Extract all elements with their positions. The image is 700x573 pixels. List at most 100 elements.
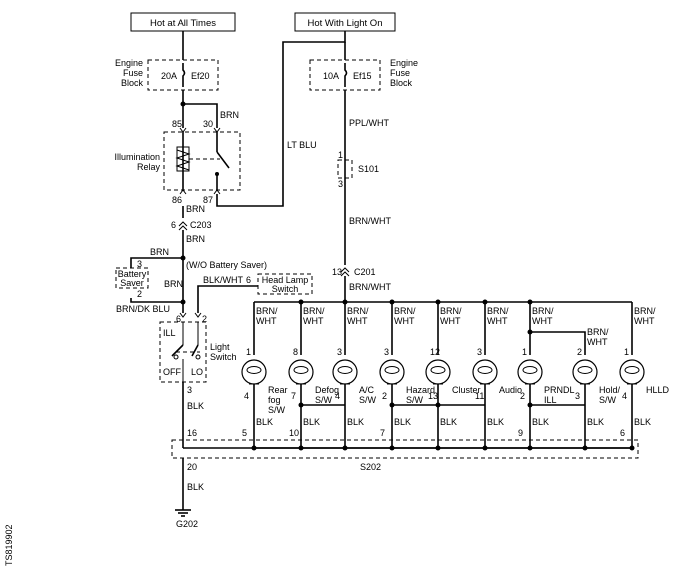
lamp-icon (241, 359, 267, 385)
svg-text:BRN/WHT: BRN/WHT (349, 282, 391, 292)
svg-text:3: 3 (338, 179, 343, 189)
load-wire-label: BRN/WHT (256, 306, 278, 326)
svg-text:BLK: BLK (187, 401, 204, 411)
svg-text:BRN: BRN (164, 279, 183, 289)
lamp-icon (379, 359, 405, 385)
lamp-icon (517, 359, 543, 385)
load-top-pin: 12 (430, 347, 440, 357)
svg-text:20A: 20A (161, 71, 177, 81)
load-bottom-pin: 4 (244, 391, 249, 401)
svg-text:C201: C201 (354, 267, 376, 277)
fuse-ef20-icon (182, 63, 186, 87)
load-bottom-pin: 7 (291, 391, 296, 401)
load-wire-label: BRN/WHT (587, 327, 609, 347)
load-bottom-pin: 11 (475, 391, 484, 401)
hot-at-all-times-box: Hot at All Times (130, 12, 236, 32)
svg-text:BRN: BRN (220, 110, 239, 120)
svg-text:20: 20 (187, 462, 197, 472)
lamp-icon (619, 359, 645, 385)
load-top-pin: 3 (384, 347, 389, 357)
connector-c201: 13 C201 (332, 267, 376, 277)
svg-text:(W/O Battery Saver): (W/O Battery Saver) (186, 260, 267, 270)
load-ground-wire: BLK (394, 417, 411, 427)
load-bottom-pin: 4 (622, 391, 627, 401)
svg-text:13: 13 (332, 267, 342, 277)
lamp-icon (472, 359, 498, 385)
hot-with-light-on-box: Hot With Light On (294, 12, 396, 32)
load-top-pin: 3 (337, 347, 342, 357)
load-bottom-pin: 13 (428, 391, 438, 401)
lamp-icon (425, 359, 451, 385)
load-bottom-pin: 4 (335, 391, 340, 401)
s202-pin: 7 (380, 428, 385, 438)
s202-pin: 10 (289, 428, 299, 438)
load-label: HLLD (646, 385, 670, 395)
load-wire-label: BRN/WHT (634, 306, 656, 326)
load-ground-wire: BLK (587, 417, 604, 427)
load-bottom-pin: 2 (520, 391, 525, 401)
svg-text:BRN/WHT: BRN/WHT (349, 216, 391, 226)
svg-text:S202: S202 (360, 462, 381, 472)
svg-text:BRN: BRN (186, 204, 205, 214)
svg-text:BRN/DK BLU: BRN/DK BLU (116, 304, 170, 314)
svg-text:Hot at All Times: Hot at All Times (150, 18, 216, 29)
load-top-pin: 1 (246, 347, 251, 357)
load-top-pin: 8 (293, 347, 298, 357)
load-wire-label: BRN/WHT (487, 306, 509, 326)
svg-text:6: 6 (176, 314, 181, 324)
svg-text:2: 2 (137, 289, 142, 299)
load-top-pin: 1 (522, 347, 527, 357)
svg-text:Ef15: Ef15 (353, 71, 372, 81)
load-top-pin: 3 (477, 347, 482, 357)
load-label: Cluster (452, 385, 481, 395)
s202-pin: 9 (518, 428, 523, 438)
svg-text:3: 3 (137, 259, 142, 269)
svg-text:10A: 10A (323, 71, 339, 81)
svg-text:PPL/WHT: PPL/WHT (349, 118, 390, 128)
switch-contact-icon (171, 344, 184, 357)
svg-text:S101: S101 (358, 164, 379, 174)
svg-text:6: 6 (246, 275, 251, 285)
load-bottom-pin: 2 (382, 391, 387, 401)
fuse-ef15-icon (344, 63, 348, 87)
load-ground-wire: BLK (634, 417, 651, 427)
svg-text:6: 6 (171, 220, 176, 230)
svg-text:G202: G202 (176, 519, 198, 529)
connector-c203: 6 C203 (171, 220, 212, 231)
diagram-code: TS819902 (4, 524, 14, 566)
splice-s202: S202 (171, 439, 639, 472)
load-top-pin: 1 (624, 347, 629, 357)
svg-text:Hot With Light On: Hot With Light On (308, 18, 383, 29)
load-wire-label: BRN/WHT (440, 306, 462, 326)
ground-g202-icon (175, 509, 191, 517)
load-wire-label: BRN/WHT (532, 306, 554, 326)
svg-text:BRN: BRN (150, 247, 169, 257)
load-ground-wire: BLK (256, 417, 273, 427)
lamp-icon (572, 359, 598, 385)
load-ground-wire: BLK (303, 417, 320, 427)
s202-pin: 5 (242, 428, 247, 438)
load-top-pin: 2 (577, 347, 582, 357)
load-ground-wire: BLK (440, 417, 457, 427)
svg-text:OFF: OFF (163, 367, 181, 377)
svg-text:2: 2 (202, 314, 207, 324)
svg-text:C203: C203 (190, 220, 212, 230)
svg-text:87: 87 (203, 195, 213, 205)
lamp-icon (332, 359, 358, 385)
svg-text:ILL: ILL (163, 328, 176, 338)
load-label: Audio (499, 385, 522, 395)
lamp-icon (288, 359, 314, 385)
